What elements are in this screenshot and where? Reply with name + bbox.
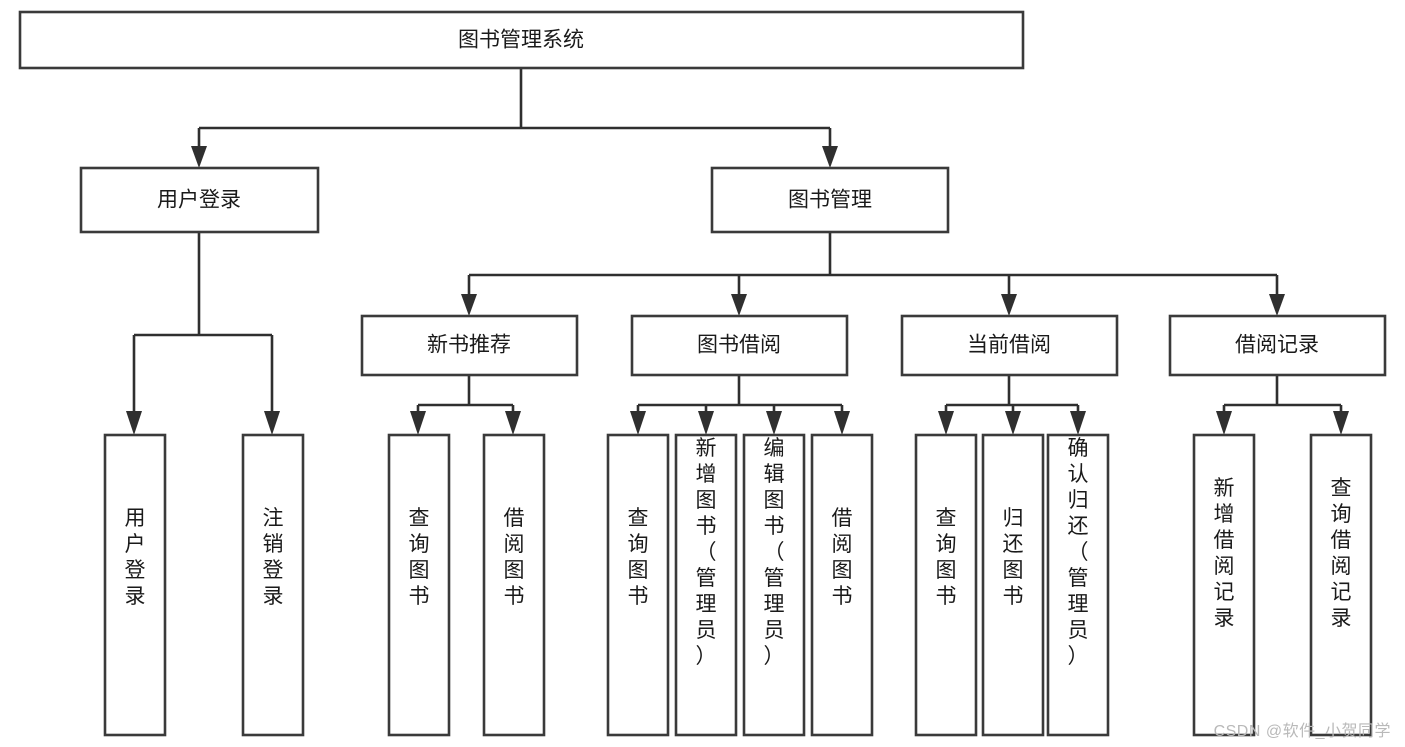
leaf-book-borrow-0[interactable]: 查询图书 [606, 433, 670, 737]
leaf-current-borrow-1[interactable]: 归还图书 [981, 433, 1045, 737]
node-borrow-record-box[interactable] [1168, 314, 1387, 377]
leaf-new-book-0[interactable]: 查询图书 [387, 433, 451, 737]
leaf-user-login-0-label: 用户登录 [125, 507, 146, 608]
arrowhead-leaf-current-borrow-2 [1070, 411, 1086, 435]
leaf-current-borrow-2-label: 确认归还（管理员） [1068, 437, 1089, 668]
leaf-current-borrow-0-label: 查询图书 [936, 507, 957, 608]
arrowhead-leaf-current-borrow-0 [938, 411, 954, 435]
leaf-book-borrow-2-box[interactable] [742, 433, 806, 737]
node-book-management-label: 图书管理 [788, 189, 872, 212]
arrowhead-leaf-current-borrow-1 [1005, 411, 1021, 435]
node-new-book-recommend[interactable]: 新书推荐 [360, 314, 579, 377]
node-user-login-label: 用户登录 [157, 189, 241, 212]
arrowhead-leaf-new-book-1 [505, 411, 521, 435]
node-new-book-recommend-box[interactable] [360, 314, 579, 377]
leaf-borrow-record-0-label: 新增借阅记录 [1214, 477, 1235, 630]
node-current-borrow-box[interactable] [900, 314, 1119, 377]
arrowhead-leaf-book-borrow-1 [698, 411, 714, 435]
leaf-new-book-0-box[interactable] [387, 433, 451, 737]
leaf-book-borrow-0-box[interactable] [606, 433, 670, 737]
leaf-book-borrow-1-box[interactable] [674, 433, 738, 737]
leaf-borrow-record-1-label: 查询借阅记录 [1331, 477, 1352, 630]
leaf-book-borrow-2-label: 编辑图书（管理员） [764, 437, 785, 668]
arrowhead-current-borrow [1001, 294, 1017, 316]
leaf-borrow-record-0[interactable]: 新增借阅记录 [1192, 433, 1256, 737]
arrowhead-leaf-new-book-0 [410, 411, 426, 435]
node-current-borrow[interactable]: 当前借阅 [900, 314, 1119, 377]
leaf-user-login-1-box[interactable] [241, 433, 305, 737]
leaf-book-borrow-3[interactable]: 借阅图书 [810, 433, 874, 737]
arrowhead-leaf-book-borrow-3 [834, 411, 850, 435]
node-root-box[interactable] [18, 10, 1025, 70]
leaf-current-borrow-0[interactable]: 查询图书 [914, 433, 978, 737]
leaf-book-borrow-3-box[interactable] [810, 433, 874, 737]
arrowhead-leaf-book-borrow-2 [766, 411, 782, 435]
leaf-book-borrow-3-label: 借阅图书 [832, 507, 853, 608]
leaf-book-borrow-1[interactable]: 新增图书（管理员） [674, 433, 738, 737]
leaf-new-book-1[interactable]: 借阅图书 [482, 433, 546, 737]
arrowhead-leaf-borrow-record-0 [1216, 411, 1232, 435]
node-user-login[interactable]: 用户登录 [79, 166, 320, 234]
arrowhead-leaf-user-login-1 [264, 411, 280, 435]
leaf-current-borrow-2[interactable]: 确认归还（管理员） [1046, 433, 1110, 737]
node-book-borrow-box[interactable] [630, 314, 849, 377]
connector-layer [126, 68, 1349, 435]
watermark-text: CSDN @软件_小贺同学 [1213, 723, 1391, 740]
arrowhead-leaf-borrow-record-1 [1333, 411, 1349, 435]
node-user-login-box[interactable] [79, 166, 320, 234]
leaf-user-login-1[interactable]: 注销登录 [241, 433, 305, 737]
leaf-current-borrow-0-box[interactable] [914, 433, 978, 737]
arrowhead-new-book [461, 294, 477, 316]
leaf-book-borrow-1-label: 新增图书（管理员） [696, 437, 717, 668]
arrowhead-book-borrow [731, 294, 747, 316]
leaf-new-book-1-box[interactable] [482, 433, 546, 737]
arrowhead-leaf-book-borrow-0 [630, 411, 646, 435]
leaf-current-borrow-1-label: 归还图书 [1003, 507, 1024, 608]
leaf-current-borrow-1-box[interactable] [981, 433, 1045, 737]
node-borrow-record-label: 借阅记录 [1235, 334, 1319, 357]
leaf-borrow-record-1[interactable]: 查询借阅记录 [1309, 433, 1373, 737]
arrowhead-leaf-user-login-0 [126, 411, 142, 435]
leaf-user-login-1-label: 注销登录 [263, 507, 284, 608]
leaf-borrow-record-0-box[interactable] [1192, 433, 1256, 737]
leaf-user-login-0-box[interactable] [103, 433, 167, 737]
node-book-management-box[interactable] [710, 166, 950, 234]
node-root-system[interactable]: 图书管理系统 [18, 10, 1025, 70]
node-book-management[interactable]: 图书管理 [710, 166, 950, 234]
leaf-book-borrow-2[interactable]: 编辑图书（管理员） [742, 433, 806, 737]
arrowhead-borrow-record [1269, 294, 1285, 316]
node-current-borrow-label: 当前借阅 [967, 334, 1051, 357]
leaf-current-borrow-2-box[interactable] [1046, 433, 1110, 737]
node-book-borrow[interactable]: 图书借阅 [630, 314, 849, 377]
leaf-user-login-0[interactable]: 用户登录 [103, 433, 167, 737]
leaf-borrow-record-1-box[interactable] [1309, 433, 1373, 737]
node-new-book-recommend-label: 新书推荐 [427, 334, 511, 357]
node-root-label: 图书管理系统 [458, 29, 584, 52]
leaf-book-borrow-0-label: 查询图书 [628, 507, 649, 608]
leaf-new-book-0-label: 查询图书 [409, 507, 430, 608]
node-book-borrow-label: 图书借阅 [697, 334, 781, 357]
arrowhead-book-mgmt [822, 146, 838, 168]
arrowhead-user-login [191, 146, 207, 168]
leaf-new-book-1-label: 借阅图书 [504, 507, 525, 608]
node-borrow-record[interactable]: 借阅记录 [1168, 314, 1387, 377]
